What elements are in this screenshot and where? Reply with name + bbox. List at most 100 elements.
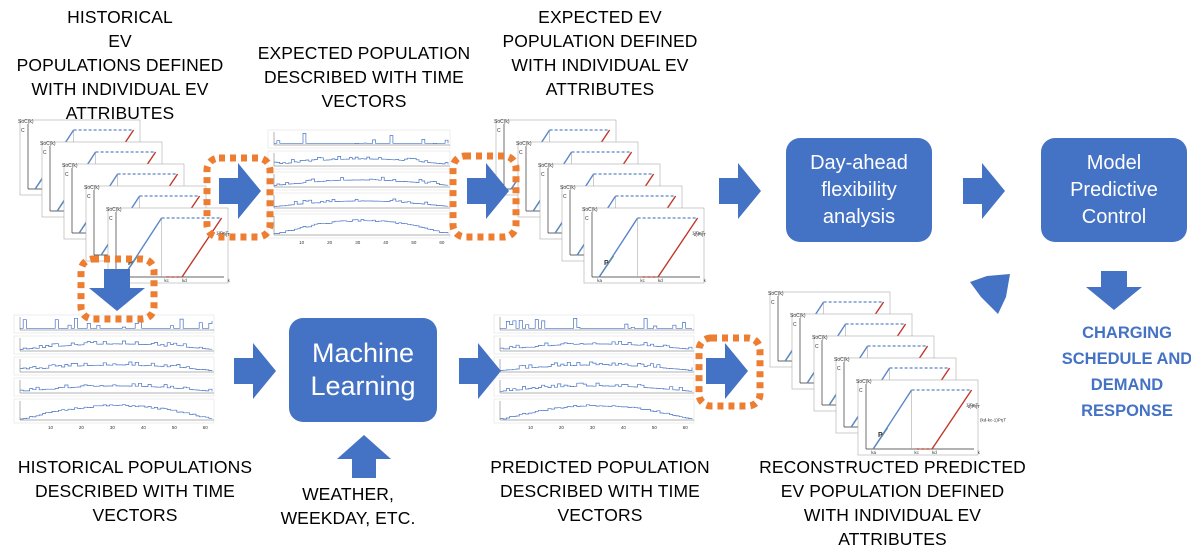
k-label: k: [978, 450, 981, 455]
soc-label: SoC(k): [62, 163, 78, 169]
arrow-right-icon: [234, 343, 276, 399]
tick-label: 20: [559, 425, 565, 430]
c-label: C: [519, 150, 523, 156]
arrow-down-icon: [1086, 271, 1142, 310]
c-label: C: [65, 172, 69, 178]
arrow-right-icon: [467, 163, 509, 219]
tick-label: 40: [141, 425, 147, 430]
tick-label: 60: [203, 425, 209, 430]
soc-label: SoC(k): [768, 291, 784, 297]
tick-label: 30: [355, 240, 361, 245]
tick-label: 60: [439, 240, 445, 245]
tick-label: 40: [383, 240, 389, 245]
expected-time-vectors: 10 20 30 40 50 60: [267, 129, 451, 245]
tv-series: [274, 176, 449, 186]
tv-panel: [13, 356, 215, 376]
p-label: P: [878, 432, 883, 439]
ev-blue-line: [598, 217, 639, 278]
caption-predicted-population-time-vectors: PREDICTED POPULATION DESCRIBED WITH TIME…: [490, 457, 710, 525]
c-label: C: [109, 216, 113, 222]
tv-series: [274, 133, 449, 144]
arrow-right-icon: [459, 343, 501, 399]
tv-series: [20, 340, 213, 350]
tick-label: 10: [528, 425, 534, 430]
soc-label: SoC(k): [106, 207, 122, 213]
c-label: C: [815, 344, 819, 350]
tv-series: [500, 340, 693, 350]
k-label: k: [704, 278, 707, 283]
tv-panel: [267, 213, 451, 239]
tick-label: 20: [327, 240, 333, 245]
tv-series: [500, 361, 693, 371]
one-pt-label: 1)PηT: [692, 230, 705, 235]
kd-label: kd: [182, 278, 187, 283]
tick-label: 10: [48, 425, 54, 430]
arrow-right-icon: [963, 163, 1005, 219]
one-pt-label: 1)PηT: [966, 402, 979, 407]
c-label: C: [837, 366, 841, 372]
c-label: C: [541, 172, 545, 178]
tick-label: 30: [590, 425, 596, 430]
ev-red-line: [657, 217, 699, 278]
tick-label: 50: [411, 240, 417, 245]
tick-label: 30: [110, 425, 116, 430]
tv-panel: [13, 335, 215, 355]
arrow-right-icon: [706, 343, 748, 399]
c-label: C: [585, 216, 589, 222]
tv-panel: [13, 398, 215, 424]
soc-label: SoC(k): [84, 185, 100, 191]
model-predictive-control-box: Model Predictive Control: [1041, 138, 1187, 242]
reconstructed-ev-stack: SoC(k)C1)PηTSoC(k)C1)PηTSoC(k)C1)PηTSoC(…: [768, 291, 1006, 456]
one-pt-label: 1)PηT: [968, 404, 981, 409]
charging-schedule-output-label: CHARGING SCHEDULE AND DEMAND RESPONSE: [1061, 324, 1191, 420]
tick-label: 10: [299, 240, 305, 245]
kd-label: kd: [932, 450, 937, 455]
arrow-down-icon: [89, 269, 145, 311]
kd-label: kd: [658, 278, 663, 283]
tv-panel: [493, 398, 695, 424]
soc-label: SoC(k): [856, 379, 872, 385]
arrow-right-icon: [219, 163, 261, 219]
caption-reconstructed-predicted-population: RECONSTRUCTED PREDICTED EV POPULATION DE…: [759, 457, 1026, 549]
k-label: k: [228, 278, 231, 283]
tv-series: [274, 198, 449, 207]
one-pt-label: 1)PηT: [216, 230, 229, 235]
arrow-diagonal-icon: [970, 274, 1010, 314]
ev-blue-line: [872, 389, 913, 450]
tv-series: [20, 361, 213, 371]
arrow-right-icon: [719, 163, 761, 219]
caption-weather-weekday: WEATHER, WEEKDAY, ETC.: [280, 484, 416, 528]
tick-label: 60: [683, 425, 689, 430]
caption-expected-population-time-vectors: EXPECTED POPULATION DESCRIBED WITH TIME …: [257, 43, 471, 111]
tv-series: [500, 318, 692, 329]
tv-series: [274, 156, 449, 165]
tv-series: [20, 404, 213, 420]
ev-blue-line: [122, 217, 163, 278]
tick-label: 50: [172, 425, 178, 430]
caption-historical-populations-time-vectors: HISTORICAL POPULATIONS DESCRIBED WITH TI…: [17, 457, 253, 525]
soc-label: SoC(k): [516, 141, 532, 147]
caption-expected-ev-population-individual: EXPECTED EV POPULATION DEFINED WITH INDI…: [502, 7, 698, 99]
c-label: C: [563, 194, 567, 200]
tv-panel: [493, 377, 695, 397]
soc-label: SoC(k): [40, 141, 56, 147]
soc-label: SoC(k): [582, 207, 598, 213]
day-ahead-flexibility-box: Day-ahead flexibility analysis: [786, 138, 932, 242]
soc-label: SoC(k): [790, 313, 806, 319]
highlight-frame: [695, 334, 764, 410]
tv-panel: [13, 377, 215, 397]
tv-series: [500, 404, 693, 420]
kd-kc-label: (kd-kc-1)PηT: [980, 417, 1006, 422]
soc-label: SoC(k): [560, 185, 576, 191]
tick-label: 40: [621, 425, 627, 430]
highlight-frame: [77, 255, 158, 323]
c-label: C: [497, 128, 501, 134]
c-label: C: [87, 194, 91, 200]
soc-label: SoC(k): [812, 335, 828, 341]
kc-label: kc: [164, 278, 169, 283]
ka-label: ka: [597, 278, 602, 283]
